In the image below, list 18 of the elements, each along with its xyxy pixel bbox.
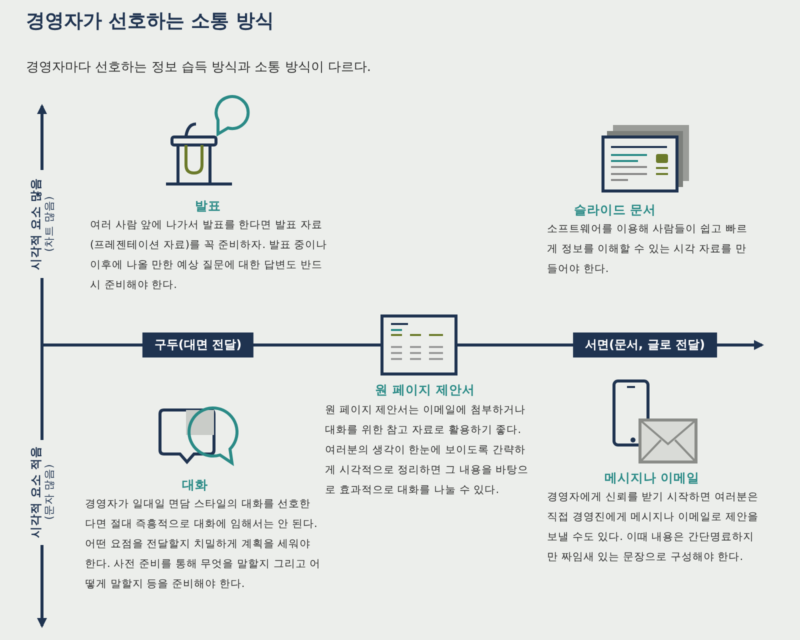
item-heading: 슬라이드 문서 <box>574 202 656 219</box>
axis-label: (문자 많음) <box>44 463 56 522</box>
description-text: 여러 사람 앞에 나가서 발표를 한다면 발표 자료 (프레젠테이션 자료)를 꼭 준비하자. 발표 중이나 이후에 나올 만한 예상 질문에 대한 답변도 반드시 준비해야 한다. <box>90 218 328 293</box>
description-text: 소프트웨어를 이용해 사람들이 쉽고 빠르게 정보를 이해할 수 있는 시각 자료를 만들어야 한다. <box>547 222 748 277</box>
description-text: 경영자가 일대일 면담 스타일의 대화를 선호한다면 절대 즉흥적으로 대화에 임해서는 안 된다. 어떤 요점을 전달할지 치밀하게 계획을 세워야 한다. 사전 준비를 통해 무엇을 말할지 그리고 어떻게 말할지 등을 준비해야 한다. <box>85 497 321 592</box>
item-heading: 발표 <box>195 198 221 215</box>
axis-label: 시각적 요소 적음 <box>28 446 44 538</box>
description-text: 경영자에게 신뢰를 받기 시작하면 여러분은 직접 경영진에게 메시지나 이메일로 제안을 보낼 수도 있다. 이때 내용은 간단명료하지만 짜임새 있는 문장으로 구성해야 한다. <box>547 490 759 565</box>
axis-tag: 구두(대면 전달) <box>142 332 254 358</box>
item-heading: 메시지나 이메일 <box>604 470 700 487</box>
axis-tag: 서면(문서, 글로 전달) <box>573 332 717 358</box>
title: 경영자가 선호하는 소통 방식 <box>26 9 274 34</box>
axis-label: 시각적 요소 많음 <box>28 178 44 270</box>
item-heading: 대화 <box>182 477 208 494</box>
subtitle: 경영자마다 선호하는 정보 습득 방식과 소통 방식이 다르다. <box>26 59 372 76</box>
description-text: 원 페이지 제안서는 이메일에 첨부하거나 대화를 위한 참고 자료로 활용하기 좋다. 여러분의 생각이 한눈에 보이도록 간략하게 시각적으로 정리하면 그 내용을 바탕으로 효과적으로 대화를 나눌 수 있다. <box>325 403 530 498</box>
axis-label: (차트 많음) <box>44 195 56 254</box>
item-heading: 원 페이지 제안서 <box>375 382 475 399</box>
